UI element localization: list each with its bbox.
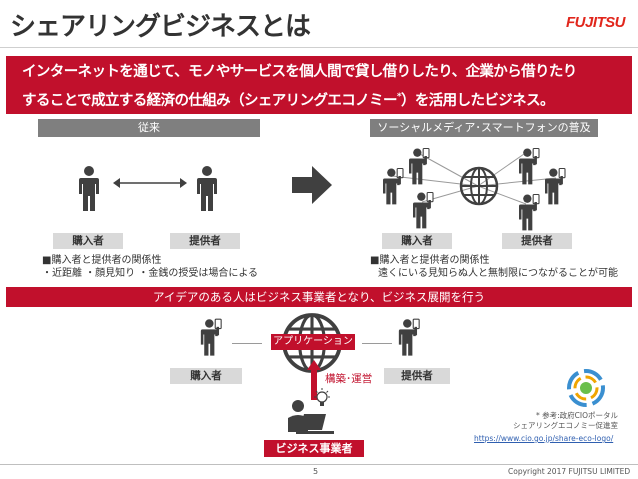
double-arrow-icon	[113, 178, 187, 188]
application-label: アプリケーション	[271, 334, 355, 350]
traditional-note-detail: ・近距離 ・顔見知り ・金銭の授受は場合による	[42, 268, 259, 279]
provider-person-icon	[196, 165, 218, 213]
fujitsu-logo: FUJITSU	[566, 14, 626, 31]
laptop-person-icon	[288, 400, 334, 434]
banner-asterisk: *	[396, 92, 402, 102]
buyer-smartphone-person-icon	[200, 314, 222, 360]
provider-label-left: 提供者	[170, 233, 240, 249]
reference-note: * 参考:政府CIOポータル シェアリングエコノミー促進室	[512, 411, 618, 431]
connector-right	[362, 343, 392, 344]
up-arrow-icon	[307, 360, 321, 400]
smartphone-person-icon	[412, 190, 434, 230]
smartphone-person-icon	[518, 192, 540, 232]
social-relationship-note: ■購入者と提供者の関係性 遠くにいる見知らぬ人と無制限につながることが可能	[370, 254, 618, 280]
arrow-right-icon	[292, 166, 332, 204]
traditional-header: 従来	[38, 119, 260, 137]
title-divider	[0, 47, 638, 48]
reference-line-1: * 参考:政府CIOポータル	[535, 411, 618, 420]
buyer-label-left: 購入者	[53, 233, 123, 249]
business-idea-band: アイデアのある人はビジネス事業者となり、ビジネス展開を行う	[6, 287, 632, 307]
buyer-label-right: 購入者	[382, 233, 452, 249]
social-note-detail: 遠くにいる見知らぬ人と無制限につながることが可能	[378, 268, 618, 279]
traditional-relationship-note: ■購入者と提供者の関係性 ・近距離 ・顔見知り ・金銭の授受は場合による	[42, 254, 258, 280]
sharing-economy-logo	[567, 369, 605, 407]
build-operate-label: 構築･運営	[325, 373, 373, 385]
reference-line-2: シェアリングエコノミー促進室	[513, 421, 618, 430]
smartphone-person-icon	[544, 166, 566, 206]
banner-line-2b: ）を活用したビジネス。	[400, 92, 555, 109]
lightbulb-icon	[314, 388, 330, 406]
social-media-header: ソーシャルメディア･スマートフォンの普及	[370, 119, 598, 137]
provider-smartphone-person-icon	[398, 314, 420, 360]
business-operator-box: ビジネス事業者	[264, 440, 364, 457]
buyer-label-bottom: 購入者	[170, 368, 242, 384]
footer-divider	[0, 464, 638, 465]
copyright: Copyright 2017 FUJITSU LIMITED	[508, 467, 631, 476]
banner-line-2: することで成立する経済の仕組み（シェアリングエコノミー*）を活用したビジネス。	[22, 85, 622, 114]
banner-line-1: インターネットを通じて、モノやサービスを個人間で貸し借りしたり、企業から借りたり	[22, 64, 577, 80]
smartphone-person-icon	[382, 166, 404, 206]
banner-line-2a: することで成立する経済の仕組み（シェアリングエコノミー	[22, 92, 397, 109]
buyer-person-icon	[78, 165, 100, 213]
definition-banner: インターネットを通じて、モノやサービスを個人間で貸し借りしたり、企業から借りたり…	[6, 56, 632, 114]
traditional-note-heading: ■購入者と提供者の関係性	[42, 255, 162, 266]
reference-link[interactable]: https://www.cio.go.jp/share-eco-logo/	[474, 434, 614, 443]
page-number: 5	[313, 467, 319, 476]
social-note-heading: ■購入者と提供者の関係性	[370, 255, 490, 266]
smartphone-person-icon	[408, 146, 430, 186]
connector-left	[232, 343, 262, 344]
provider-label-bottom: 提供者	[384, 368, 450, 384]
smartphone-person-icon	[518, 146, 540, 186]
provider-label-right: 提供者	[502, 233, 572, 249]
slide-title: シェアリングビジネスとは	[10, 12, 311, 42]
globe-icon	[459, 166, 499, 206]
